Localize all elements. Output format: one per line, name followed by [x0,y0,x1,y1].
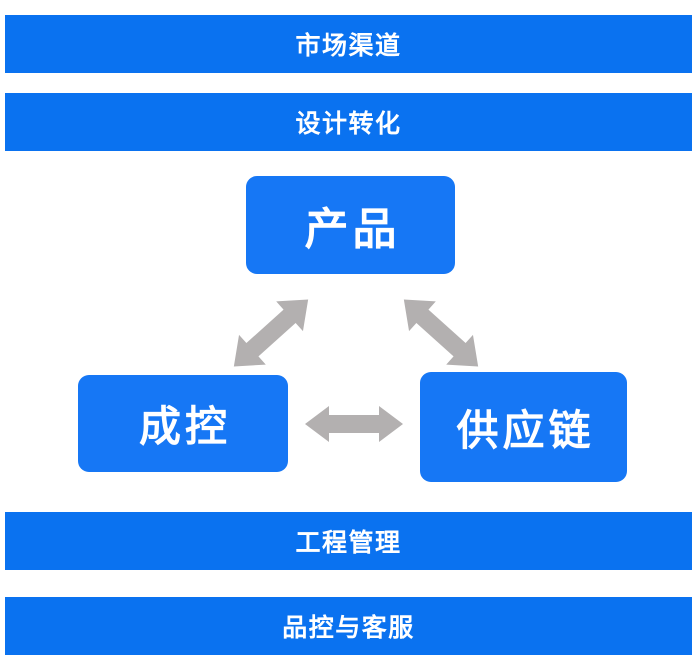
banner-bar-label: 品控与客服 [282,614,415,642]
node-product: 产品 [246,176,455,274]
node-label: 产品 [304,205,401,254]
banner-bar-market-channel: 市场渠道 [5,15,692,73]
double-arrow-diagonal-icon-product-to-supply [386,283,496,383]
banner-bar-label: 市场渠道 [295,32,402,60]
banner-bar-label: 工程管理 [295,529,402,557]
banner-bar-quality-customer-service: 品控与客服 [5,597,692,655]
banner-bar-label: 设计转化 [295,110,402,138]
node-cost-control: 成控 [78,375,288,472]
double-arrow-horizontal-icon-cost-to-supply [303,403,405,445]
banner-bar-engineering-management: 工程管理 [5,512,692,570]
node-label: 成控 [138,403,231,450]
node-supply-chain: 供应链 [420,372,627,482]
double-arrow-diagonal-icon-cost-to-product [216,283,326,383]
node-label: 供应链 [456,406,595,454]
banner-bar-design-conversion: 设计转化 [5,93,692,151]
